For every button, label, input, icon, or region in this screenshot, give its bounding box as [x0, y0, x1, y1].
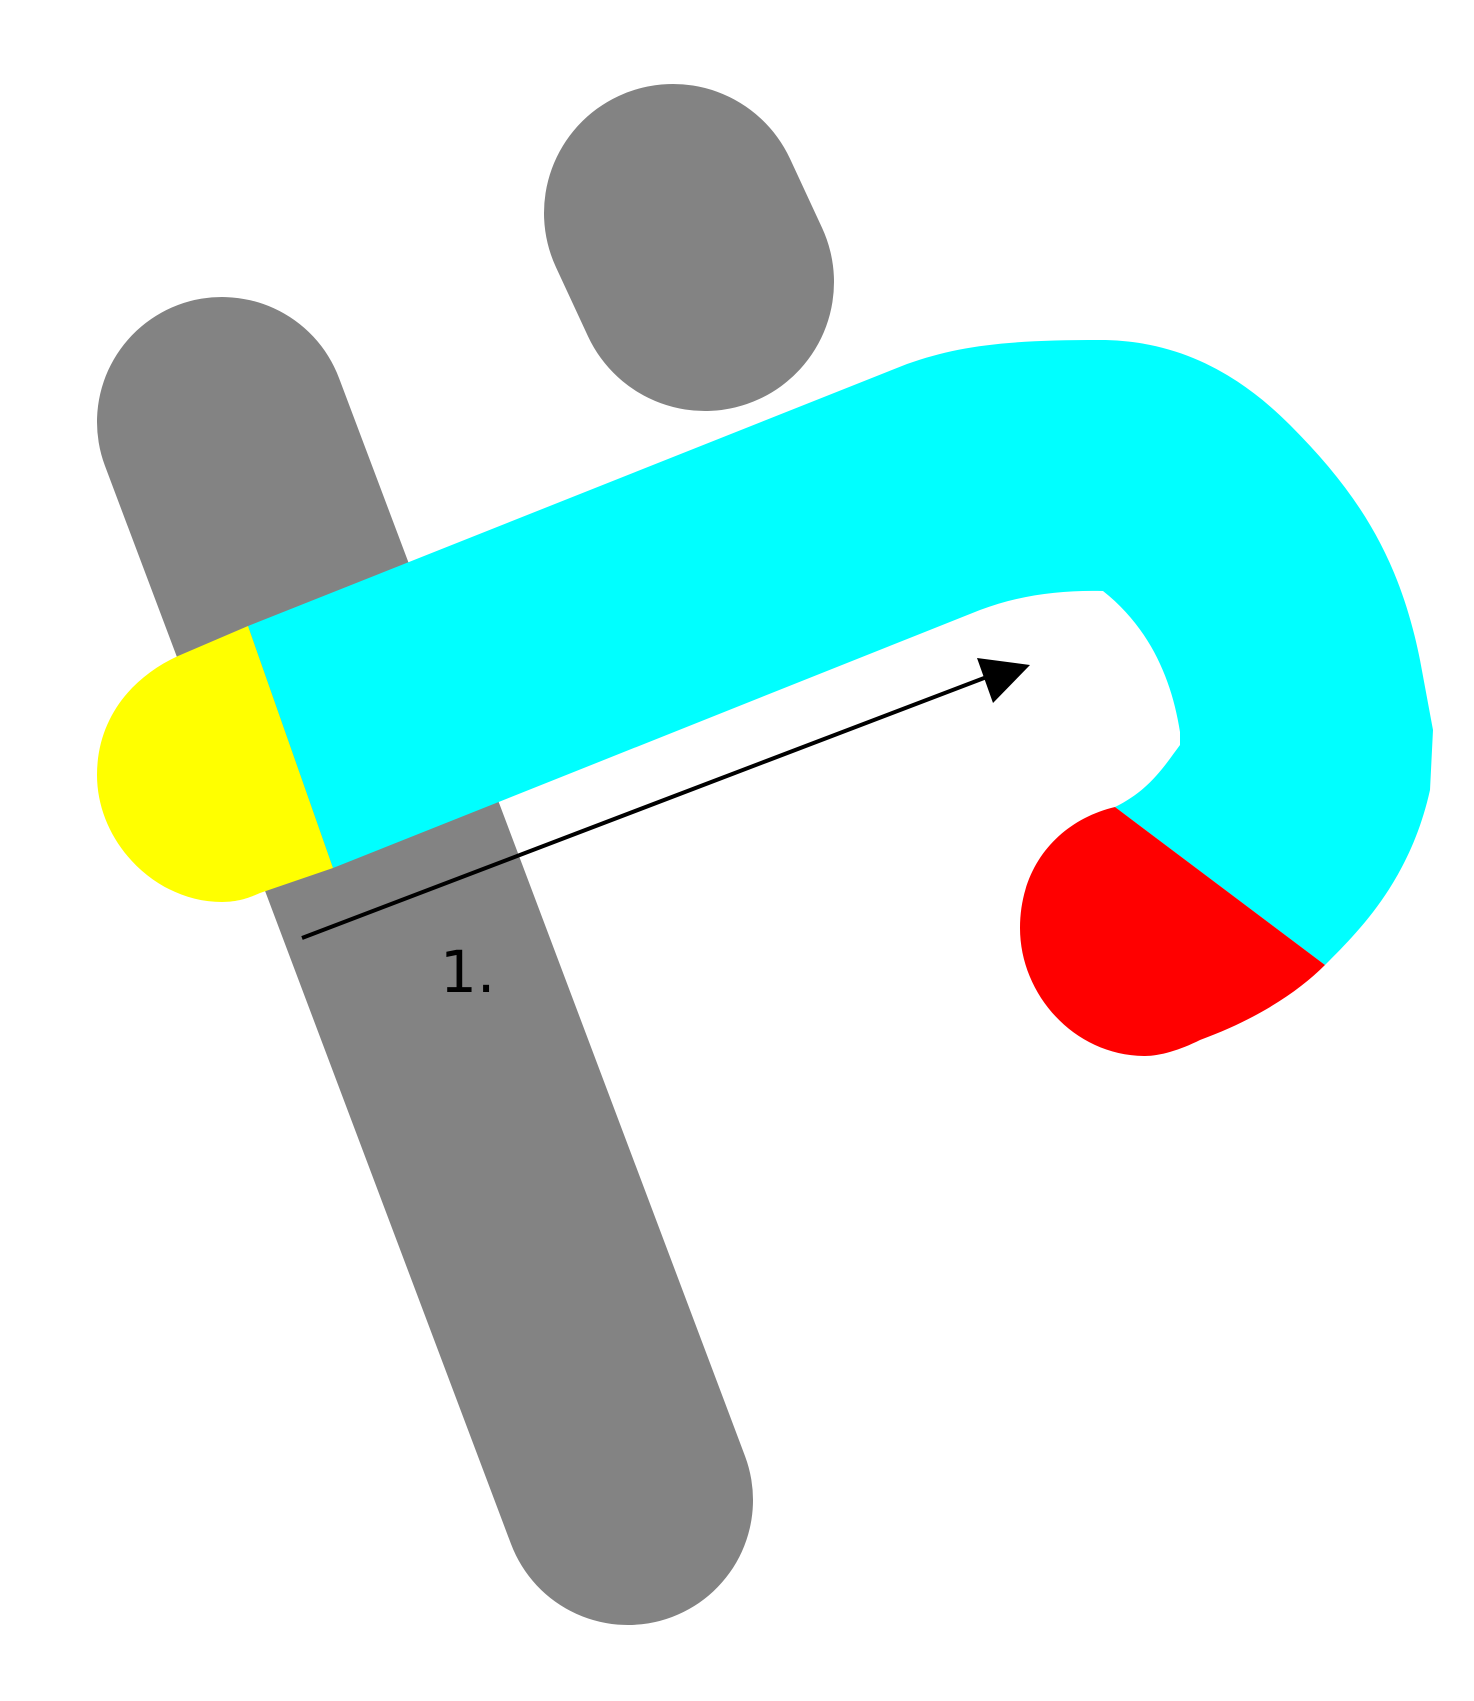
cyan-hook-path	[248, 340, 1433, 965]
arrow-head-icon	[977, 658, 1030, 703]
short-grey-bar	[544, 84, 834, 411]
direction-arrow	[301, 673, 993, 940]
red-end-cap	[1020, 807, 1325, 1056]
yellow-start-cap	[97, 626, 333, 902]
long-grey-bar	[97, 297, 753, 1625]
step-label: 1.	[440, 938, 495, 1006]
